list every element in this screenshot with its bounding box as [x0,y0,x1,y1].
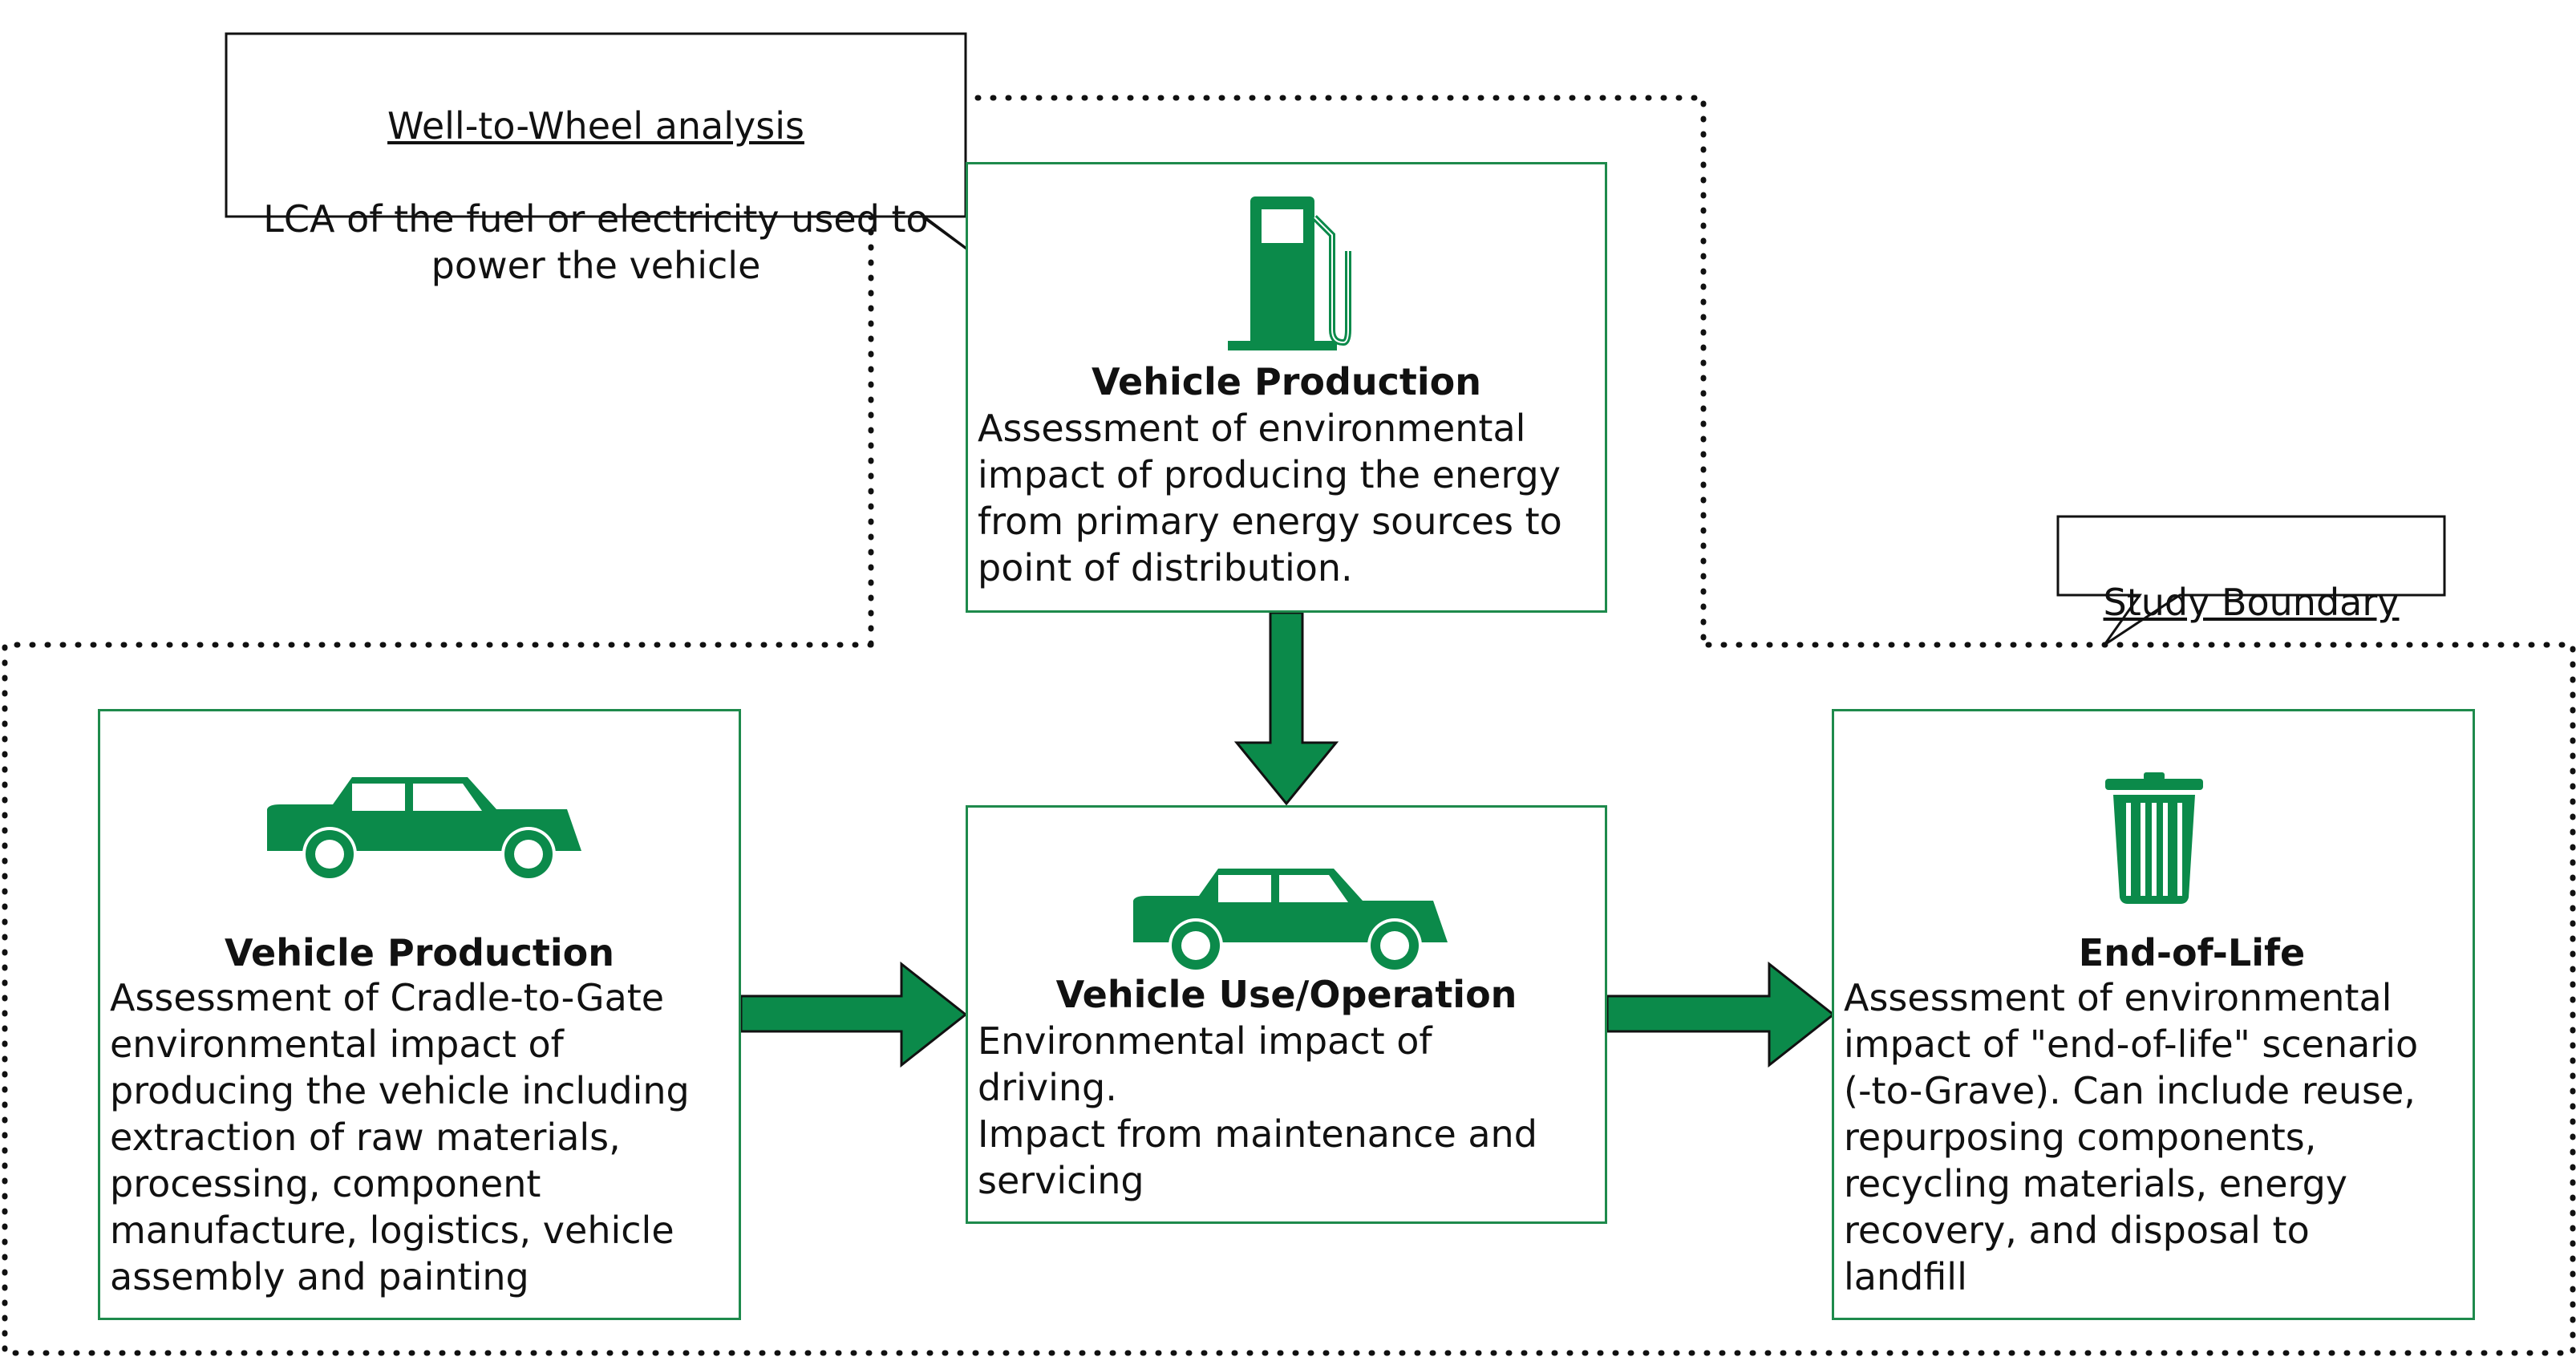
production-box-title: Vehicle Production [224,931,615,974]
arrow-energy-to-use [1233,611,1339,806]
well-to-wheel-callout-shape [225,32,982,261]
end-of-life-box-title: End-of-Life [2078,931,2306,974]
well-to-wheel-boundary-line [868,95,1707,648]
car-icon [1133,869,1448,973]
trash-can-icon [2105,772,2203,904]
arrow-use-to-end-of-life [1606,961,1836,1068]
vehicle-use-box: Vehicle Use/Operation Environmental impa… [966,805,1607,1224]
study-boundary-callout: Study Boundary [2058,533,2444,672]
car-icon [267,777,581,881]
production-box-text: Assessment of Cradle-to-Gate environment… [110,976,690,1298]
energy-production-box: Vehicle Production Assessment of environ… [966,162,1607,613]
well-to-wheel-heading: Well-to-Wheel analysis [387,104,804,148]
end-of-life-box-text: Assessment of environmental impact of "e… [1844,976,2419,1298]
end-of-life-box: End-of-Life Assessment of environmental … [1832,709,2475,1320]
fuel-pump-icon [1228,196,1351,350]
use-box-text: Environmental impact of driving. Impact … [978,1019,1537,1202]
study-boundary-callout-shape [2056,515,2446,646]
study-boundary-heading: Study Boundary [2103,581,2400,624]
vehicle-production-box: Vehicle Production Assessment of Cradle-… [98,709,741,1320]
arrow-production-to-use [739,961,968,1068]
well-to-wheel-callout: Well-to-Wheel analysis LCA of the fuel o… [226,56,966,335]
energy-box-text: Assessment of environmental impact of pr… [978,407,1562,589]
use-box-title: Vehicle Use/Operation [1055,973,1517,1016]
energy-box-title: Vehicle Production [1091,360,1482,403]
well-to-wheel-description: LCA of the fuel or electricity used to p… [263,197,929,287]
